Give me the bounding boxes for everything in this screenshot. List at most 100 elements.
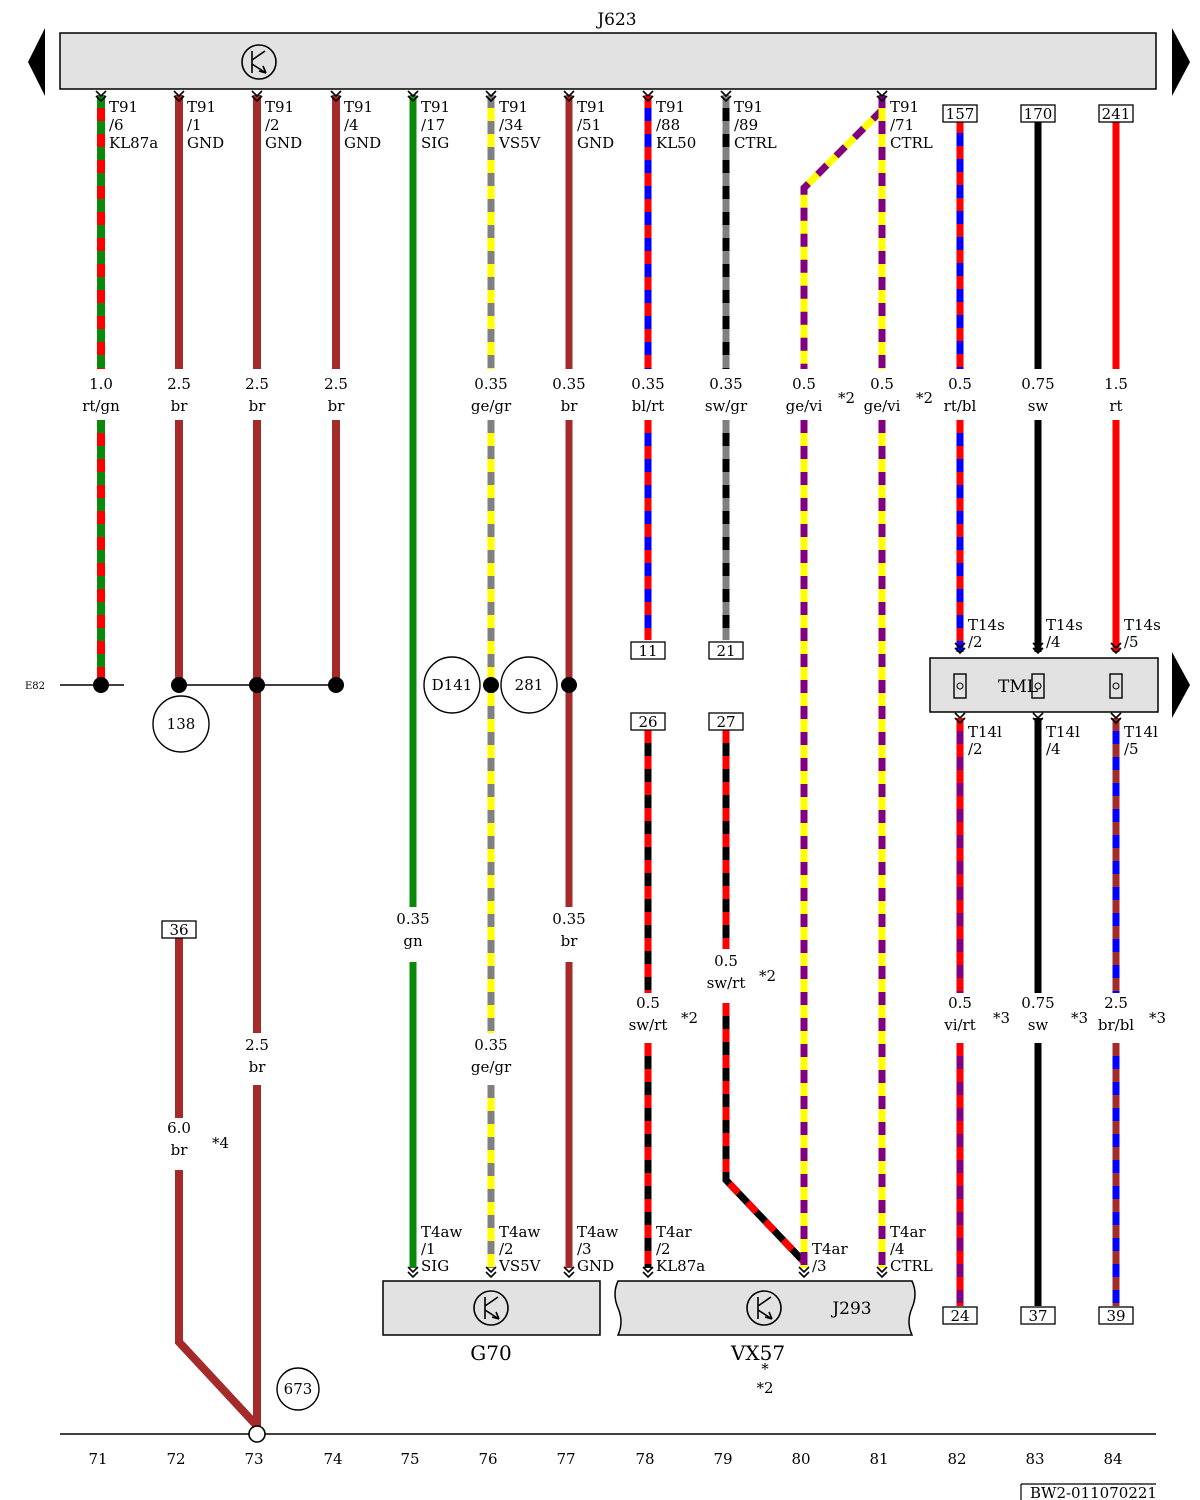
- wire-gauge-label: 0.75: [1021, 994, 1054, 1012]
- wire-gauge-label: 0.35: [552, 910, 585, 928]
- pin-label-bottom: /4: [890, 1240, 905, 1258]
- pin-label-bottom: T4aw: [577, 1223, 618, 1241]
- pin-label-top: KL50: [656, 134, 696, 152]
- pin-label-top: /71: [890, 116, 914, 134]
- wire-note-label: *2: [759, 967, 776, 985]
- wire-note-label: *2: [681, 1009, 698, 1027]
- junction-dot: [561, 677, 577, 693]
- wire-color-label: br: [171, 1141, 189, 1159]
- e82-label: E82: [25, 681, 45, 692]
- column-number: 83: [1025, 1450, 1044, 1468]
- tml-pin-bottom-label: /5: [1124, 740, 1139, 758]
- pin-label-top: /4: [344, 116, 359, 134]
- arrow-right-icon: [1172, 28, 1190, 96]
- ref-box-label: 26: [638, 713, 657, 731]
- ref-box: [708, 712, 744, 731]
- junction-dot: [93, 677, 109, 693]
- ref-box-label: 37: [1028, 1307, 1047, 1325]
- tml-pin-bottom-label: /2: [968, 740, 983, 758]
- pin-label-top: /88: [656, 116, 680, 134]
- wire-gauge-label: 0.5: [792, 375, 816, 393]
- pin-label-top: GND: [265, 134, 302, 152]
- tml-pin-bottom-label: T14l: [968, 723, 1002, 741]
- wire-gauge-label: 0.35: [474, 1036, 507, 1054]
- wire-gauge-label: 6.0: [167, 1119, 191, 1137]
- column-number: 72: [166, 1450, 185, 1468]
- column-number: 82: [947, 1450, 966, 1468]
- pin-label-bottom: /2: [656, 1240, 671, 1258]
- tml-pin-bottom-label: T14l: [1046, 723, 1080, 741]
- tml-pin-top-label: T14s: [1046, 616, 1083, 634]
- wire-note-label: *3: [1071, 1009, 1088, 1027]
- column-number: 74: [323, 1450, 342, 1468]
- ref-box: [1098, 104, 1134, 123]
- wire-gauge-label: 0.5: [714, 952, 738, 970]
- pin-label-bottom: /2: [499, 1240, 514, 1258]
- pin-label-bottom: T4aw: [421, 1223, 462, 1241]
- column-number: 73: [244, 1450, 263, 1468]
- transistor-g70-icon: [473, 1290, 509, 1326]
- junction-dots: [93, 677, 577, 693]
- wire-color-label: rt/bl: [944, 397, 977, 415]
- wire-gauge-label: 0.35: [631, 375, 664, 393]
- column-number: 76: [478, 1450, 497, 1468]
- sensor-g70-label: G70: [470, 1341, 511, 1365]
- footer-id: BW2-011070221: [1030, 1484, 1157, 1500]
- wire-color-label: vi/rt: [943, 1016, 976, 1034]
- wire-color-label: br: [171, 397, 189, 415]
- pin-label-top: GND: [344, 134, 381, 152]
- junction-dot: [328, 677, 344, 693]
- column-number: 71: [88, 1450, 107, 1468]
- column-number: 81: [869, 1450, 888, 1468]
- wire-gauge-label: 0.5: [636, 994, 660, 1012]
- wire-color-label: ge/gr: [471, 1058, 512, 1076]
- svg-text:D141: D141: [432, 676, 473, 694]
- wire-gauge-label: 2.5: [324, 375, 348, 393]
- pin-chevron-icon: [642, 1266, 654, 1278]
- pin-label-bottom: CTRL: [890, 1257, 933, 1275]
- pin-label-bottom: T4ar: [812, 1240, 848, 1258]
- wire-gauge-label: 0.35: [552, 375, 585, 393]
- circle-ref-d141: D141: [423, 656, 481, 714]
- pin-label-top: CTRL: [890, 134, 933, 152]
- column-number: 75: [400, 1450, 419, 1468]
- pin-label-bottom: T4ar: [890, 1223, 926, 1241]
- ref-box: [1020, 1306, 1056, 1325]
- tml-pin-top-label: T14s: [1124, 616, 1161, 634]
- wire-color-label: ge/vi: [786, 397, 823, 415]
- wires: [97, 95, 1120, 1429]
- ref-box: [942, 104, 978, 123]
- pin-label-top: SIG: [421, 134, 449, 152]
- ref-box: [1098, 1306, 1134, 1325]
- wire-gauge-label: 0.35: [474, 375, 507, 393]
- pin-label-top: GND: [187, 134, 224, 152]
- pin-label-bottom: /1: [421, 1240, 436, 1258]
- wire-72-lower: [175, 1170, 260, 1429]
- wire-color-label: ge/gr: [471, 397, 512, 415]
- pin-label-top: T91: [890, 98, 919, 116]
- pin-label-top: /17: [421, 116, 445, 134]
- pin-chevron-icon: [876, 1266, 888, 1278]
- wire-gauge-label: 1.5: [1104, 375, 1128, 393]
- transistor-icon: [241, 44, 277, 80]
- vx57-note-star: *: [761, 1360, 769, 1378]
- pin-label-bottom: KL87a: [656, 1257, 705, 1275]
- ref-box-label: 36: [169, 921, 188, 939]
- pin-label-bottom: GND: [577, 1257, 614, 1275]
- wire-color-label: sw/rt: [707, 974, 746, 992]
- ref-box-label: 241: [1102, 105, 1131, 123]
- control-unit-j293-label: J293: [830, 1299, 871, 1319]
- ref-box: [942, 1306, 978, 1325]
- wire-gauge-label: 2.5: [245, 375, 269, 393]
- arrow-left-icon: [28, 28, 45, 96]
- wire-color-label: rt: [1109, 397, 1122, 415]
- wire-gauge-label: 2.5: [245, 1036, 269, 1054]
- vx57-note-2: *2: [756, 1379, 773, 1397]
- wire-note-label: *4: [212, 1134, 229, 1152]
- pin-label-top: /89: [734, 116, 758, 134]
- arrow-right-tml-icon: [1172, 652, 1190, 718]
- ref-box: [161, 920, 197, 939]
- wire-color-label: br: [561, 397, 579, 415]
- control-unit-j293-box: [614, 1280, 916, 1336]
